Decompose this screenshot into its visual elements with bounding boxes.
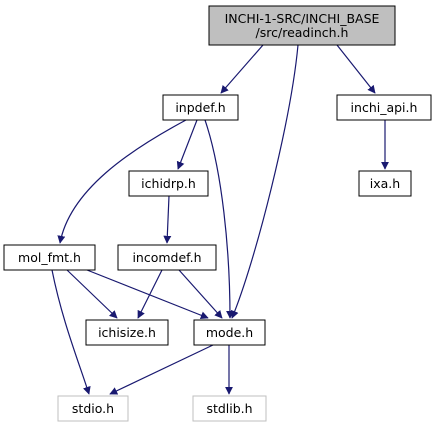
edge-arrow bbox=[163, 195, 172, 244]
node-ichidrp[interactable]: ichidrp.h bbox=[128, 170, 209, 197]
node-label: ixa.h bbox=[370, 176, 400, 191]
edge-readinch-to-mode bbox=[231, 44, 299, 319]
node-box bbox=[192, 395, 267, 422]
node-mol_fmt[interactable]: mol_fmt.h bbox=[3, 244, 96, 271]
node-box bbox=[336, 94, 432, 121]
node-label: inchi_api.h bbox=[351, 100, 418, 115]
node-box bbox=[3, 244, 96, 271]
node-box bbox=[208, 5, 396, 46]
node-box bbox=[193, 319, 266, 346]
edge-arrow bbox=[204, 119, 234, 319]
node-ichisize[interactable]: ichisize.h bbox=[85, 319, 169, 346]
edge-readinch-to-inpdef bbox=[220, 44, 264, 94]
node-stdlib: stdlib.h bbox=[192, 395, 267, 422]
node-box bbox=[117, 244, 217, 271]
node-box bbox=[162, 94, 239, 121]
edge-arrow bbox=[86, 269, 209, 320]
edge-incomdef-to-ichisize bbox=[137, 269, 163, 319]
edge-ichidrp-to-incomdef bbox=[163, 195, 172, 244]
nodes-layer: INCHI-1-SRC/INCHI_BASE/src/readinch.hinp… bbox=[3, 5, 432, 422]
node-label: ichidrp.h bbox=[141, 176, 196, 191]
edge-arrow bbox=[57, 119, 187, 244]
edge-inpdef-to-ichidrp bbox=[176, 119, 198, 170]
node-label: mode.h bbox=[206, 325, 253, 340]
node-label: inpdef.h bbox=[175, 100, 225, 115]
edge-arrow bbox=[336, 44, 376, 94]
edge-inpdef-to-mode bbox=[204, 119, 234, 319]
node-inchi_api[interactable]: inchi_api.h bbox=[336, 94, 432, 121]
edge-mol_fmt-to-stdio bbox=[51, 269, 91, 395]
node-ixa[interactable]: ixa.h bbox=[358, 170, 412, 197]
edge-readinch-to-inchi_api bbox=[336, 44, 376, 94]
edge-arrow bbox=[176, 119, 198, 170]
node-label: INCHI-1-SRC/INCHI_BASE bbox=[225, 11, 380, 26]
edge-arrow bbox=[51, 269, 91, 395]
edges-layer bbox=[51, 44, 389, 395]
node-label: ichisize.h bbox=[98, 325, 156, 340]
edge-incomdef-to-mode bbox=[178, 269, 223, 319]
edge-arrow bbox=[109, 344, 214, 395]
node-incomdef[interactable]: incomdef.h bbox=[117, 244, 217, 271]
edge-mol_fmt-to-ichisize bbox=[66, 269, 118, 319]
edge-arrow bbox=[137, 269, 163, 319]
edge-mol_fmt-to-mode bbox=[86, 269, 209, 320]
node-label: incomdef.h bbox=[132, 250, 201, 265]
edge-arrow bbox=[220, 44, 264, 94]
edge-arrow bbox=[66, 269, 118, 319]
edge-mode-to-stdio bbox=[109, 344, 214, 395]
node-mode[interactable]: mode.h bbox=[193, 319, 266, 346]
node-box bbox=[128, 170, 209, 197]
node-inpdef[interactable]: inpdef.h bbox=[162, 94, 239, 121]
node-label: stdlib.h bbox=[206, 401, 252, 416]
edge-inpdef-to-mol_fmt bbox=[57, 119, 187, 244]
node-readinch[interactable]: INCHI-1-SRC/INCHI_BASE/src/readinch.h bbox=[208, 5, 396, 46]
node-label: /src/readinch.h bbox=[256, 25, 349, 40]
edge-arrow bbox=[178, 269, 223, 319]
node-label: mol_fmt.h bbox=[18, 250, 81, 265]
edge-arrow bbox=[231, 44, 299, 319]
node-box bbox=[358, 170, 412, 197]
node-box bbox=[57, 395, 129, 422]
node-label: stdio.h bbox=[72, 401, 114, 416]
node-box bbox=[85, 319, 169, 346]
node-stdio: stdio.h bbox=[57, 395, 129, 422]
